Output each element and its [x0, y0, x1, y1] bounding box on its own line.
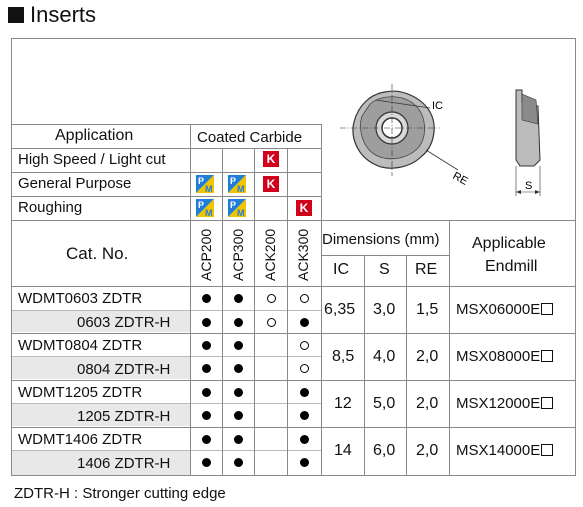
cat-no: 1406 ZDTR-H	[77, 455, 171, 472]
grade-ack300: ACK300	[295, 228, 311, 281]
application-high-speed: High Speed / Light cut	[18, 151, 166, 168]
dim-ic: 14	[334, 442, 352, 459]
grade-dot-icon	[299, 317, 309, 327]
k-badge-icon: K	[296, 200, 312, 216]
dim-s: 3,0	[373, 301, 396, 318]
endmill-header: Applicable	[472, 235, 546, 252]
dim-s-header: S	[379, 261, 390, 278]
grade-ring-icon	[299, 293, 309, 303]
grade-dot-icon	[299, 457, 309, 467]
application-roughing: Roughing	[18, 199, 83, 216]
insert-table	[11, 38, 576, 476]
grade-dot-icon	[233, 387, 243, 397]
row-shade	[12, 451, 190, 475]
insert-diagram: IC RE S	[340, 84, 541, 196]
grade-dot-icon	[299, 410, 309, 420]
coated-carbide-header: Coated Carbide	[197, 129, 303, 146]
k-badge-icon: K	[263, 151, 279, 167]
grade-acp200: ACP200	[198, 228, 214, 281]
grade-ring-icon	[299, 363, 309, 373]
row-shade	[12, 404, 190, 426]
grade-dot-icon	[201, 317, 211, 327]
grade-dot-icon	[233, 363, 243, 373]
application-header: Application	[55, 127, 134, 144]
grade-dot-icon	[201, 340, 211, 350]
svg-text:M: M	[237, 184, 245, 193]
re-label: RE	[451, 170, 470, 188]
svg-text:P: P	[198, 200, 204, 210]
svg-text:M: M	[205, 208, 213, 217]
grade-dot-icon	[233, 317, 243, 327]
dimensions-header: Dimensions (mm)	[322, 231, 440, 248]
insert-side-view-icon	[515, 89, 541, 196]
title-square-icon	[8, 7, 24, 23]
grade-dot-icon	[299, 387, 309, 397]
grade-acp300: ACP300	[230, 228, 246, 281]
svg-text:M: M	[237, 208, 245, 217]
svg-text:M: M	[205, 184, 213, 193]
grade-ring-icon	[266, 317, 276, 327]
dim-ic-header: IC	[333, 261, 349, 278]
page-title: Inserts	[30, 2, 97, 27]
dim-ic: 6,35	[324, 301, 356, 318]
grade-dot-icon	[201, 410, 211, 420]
svg-text:P: P	[230, 200, 236, 210]
endmill-value: MSX14000E	[456, 443, 554, 458]
dim-re: 2,0	[416, 395, 439, 412]
endmill-value: MSX08000E	[456, 349, 554, 364]
grade-dot-icon	[201, 293, 211, 303]
svg-text:P: P	[230, 176, 236, 186]
grade-dot-icon	[233, 434, 243, 444]
dim-re: 2,0	[416, 442, 439, 459]
pm-badge-icon: P M	[196, 175, 214, 193]
footnote: ZDTR-H : Stronger cutting edge	[14, 485, 226, 502]
cat-no: 0804 ZDTR-H	[77, 361, 171, 378]
grade-dot-icon	[233, 457, 243, 467]
k-badge-icon: K	[263, 176, 279, 192]
grade-dot-icon	[201, 434, 211, 444]
grade-dot-icon	[233, 340, 243, 350]
dim-s: 4,0	[373, 348, 396, 365]
endmill-value: MSX06000E	[456, 302, 554, 317]
cat-no: WDMT0603 ZDTR	[18, 290, 143, 307]
dim-ic: 12	[334, 395, 352, 412]
endmill-value: MSX12000E	[456, 396, 554, 411]
pm-badge-icon: P M	[196, 199, 214, 217]
dim-re: 2,0	[416, 348, 439, 365]
row-shade	[12, 357, 190, 379]
svg-text:P: P	[198, 176, 204, 186]
dim-ic: 8,5	[332, 348, 355, 365]
endmill-header-2: Endmill	[485, 258, 538, 275]
cat-no: 0603 ZDTR-H	[77, 314, 171, 331]
insert-top-view-icon	[340, 84, 459, 176]
grade-dot-icon	[299, 434, 309, 444]
ic-label: IC	[432, 100, 443, 112]
cat-no: WDMT0804 ZDTR	[18, 337, 143, 354]
grade-dot-icon	[201, 387, 211, 397]
application-general: General Purpose	[18, 175, 132, 192]
cat-no: WDMT1406 ZDTR	[18, 431, 143, 448]
grade-dot-icon	[233, 410, 243, 420]
dim-s: 5,0	[373, 395, 396, 412]
pm-badge-icon: P M	[228, 199, 246, 217]
row-shade	[12, 310, 190, 332]
grade-dot-icon	[201, 457, 211, 467]
cat-no: 1205 ZDTR-H	[77, 408, 171, 425]
pm-badge-icon: P M	[228, 175, 246, 193]
s-label: S	[525, 180, 532, 192]
dim-re: 1,5	[416, 301, 439, 318]
grade-dot-icon	[233, 293, 243, 303]
grade-ring-icon	[266, 293, 276, 303]
grade-ack200: ACK200	[262, 228, 278, 281]
grade-dot-icon	[201, 363, 211, 373]
dim-s: 6,0	[373, 442, 396, 459]
grade-ring-icon	[299, 340, 309, 350]
cat-no-header: Cat. No.	[66, 244, 129, 263]
cat-no: WDMT1205 ZDTR	[18, 384, 143, 401]
dim-re-header: RE	[415, 261, 438, 278]
